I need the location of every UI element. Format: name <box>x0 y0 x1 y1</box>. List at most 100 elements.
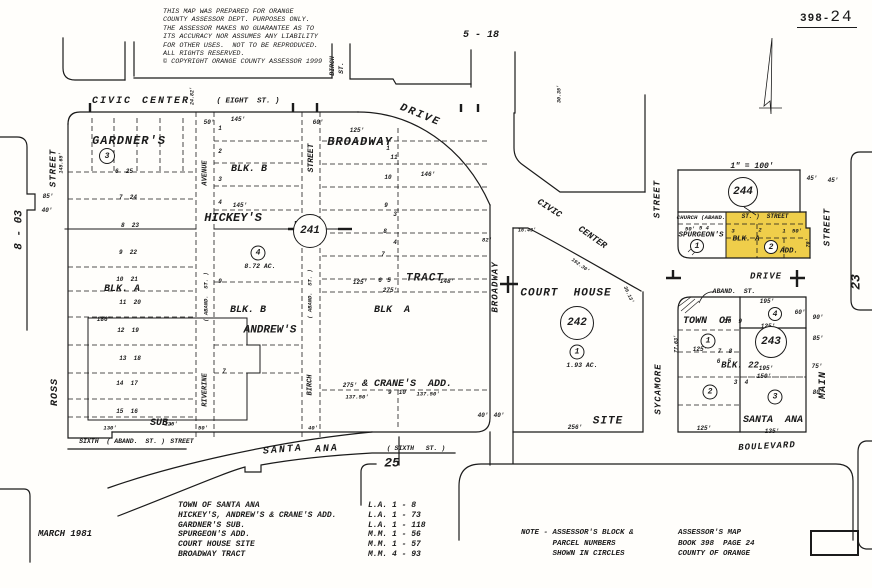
map-label: 9 <box>218 278 222 285</box>
parcel-number-circle: 242 <box>560 306 594 340</box>
legend-row: GARDNER'S SUB.L.A. 1 - 118 <box>178 521 426 531</box>
map-label: 40' <box>308 424 318 432</box>
assessor-note: NOTE - ASSESSOR'S BLOCK & PARCEL NUMBERS… <box>521 528 634 560</box>
street-label-drive: DRIVE <box>749 271 783 282</box>
map-label: 50' <box>685 225 695 233</box>
adjacent-page-bottom: 25 <box>384 455 400 471</box>
map-label: 9 10 <box>387 389 407 396</box>
map-label: 4 <box>393 239 397 246</box>
street-label-birch-st-top: BIRCH <box>328 56 336 76</box>
map-label: 150' <box>756 373 772 380</box>
map-label: 77.63' <box>673 334 680 354</box>
map-info-line: ASSESSOR'S MAP <box>678 529 742 537</box>
map-date: MARCH 1981 <box>38 529 93 539</box>
map-label: 5 4 <box>699 224 709 232</box>
map-label: BLK. B <box>230 164 268 175</box>
map-label: 135' <box>764 428 780 435</box>
map-label: 1.93 AC. <box>566 361 598 369</box>
map-label: 137.50' <box>345 393 369 401</box>
parcel-number-circle: 1 <box>569 344 585 360</box>
note-line: SHOWN IN CIRCLES <box>521 550 625 558</box>
map-label: 4 <box>218 199 222 206</box>
parcel-number-circle: 1 <box>690 239 704 253</box>
parcel-number-circle: 243 <box>755 326 787 358</box>
map-label: 7 24 <box>118 194 138 201</box>
map-label: 10 <box>384 174 392 181</box>
map-label: 8 23 <box>120 222 140 229</box>
parcel-number-circle: 2 <box>764 240 778 254</box>
map-label: 70' <box>805 238 812 248</box>
legend-map-ref: L.A. 1 - 73 <box>368 510 421 520</box>
map-label: 75' <box>811 363 823 370</box>
street-label-civic-center: CIVIC <box>91 96 133 107</box>
map-label: 40' <box>493 412 505 419</box>
map-label: TRACT <box>405 272 445 285</box>
map-label: ( EIGHT ST. ) <box>216 97 280 106</box>
map-label: STREET <box>822 207 833 247</box>
street-label-ross: ROSS <box>50 377 61 407</box>
parcel-number-circle: 3 <box>99 148 115 164</box>
street-label-broadway-st: BROADWAY <box>490 261 501 313</box>
map-label: 90' <box>812 314 824 321</box>
legend-tract-name: TOWN OF SANTA ANA <box>178 501 260 510</box>
street-label-church: CHURCH (ABAND. <box>676 214 726 222</box>
map-label: 60' <box>794 309 806 316</box>
map-label: 148' <box>439 278 455 285</box>
map-label: ( SIXTH ST. ) <box>386 444 446 452</box>
map-label: 11 <box>390 154 398 161</box>
map-info-line: COUNTY OF ORANGE <box>678 550 751 558</box>
map-label: ABAND. ST. <box>712 287 756 295</box>
map-label: 125' <box>352 279 368 286</box>
map-label: ANA <box>314 443 340 456</box>
map-label: 7 <box>222 368 226 375</box>
map-label: 50' <box>203 119 215 126</box>
map-label: CENTER <box>141 96 191 107</box>
map-label: 1 <box>782 227 786 235</box>
map-label: 2 <box>218 148 222 155</box>
map-label: 256' <box>567 424 583 431</box>
map-label: 12 19 <box>117 327 139 334</box>
map-label: 275' <box>382 287 398 294</box>
map-label: STREET <box>170 437 194 445</box>
adjacent-page-left: 8 - 03 <box>13 210 26 250</box>
map-label: 80' <box>812 389 824 396</box>
parcel-number-circle: 3 <box>767 389 783 405</box>
legend-tract-name: SPURGEON'S ADD. <box>178 530 251 540</box>
tract-label-town-of-santa-ana: TOWN OF <box>682 316 732 327</box>
disclaimer-line: © COPYRIGHT ORANGE COUNTY ASSESSOR 1999 <box>163 58 323 67</box>
map-label: SITE <box>592 415 624 428</box>
map-label: BLK. 22 <box>721 360 759 371</box>
map-label: 85' <box>812 335 824 342</box>
map-label: 125' <box>696 425 712 432</box>
sheet-book-prefix: 398- <box>800 13 831 25</box>
map-label: 10 21 <box>116 276 138 283</box>
disclaimer-line: FOR OTHER USES. NOT TO BE REPRODUCED. <box>163 41 318 50</box>
map-label: 5 <box>387 277 391 284</box>
parcel-number-circle: 4 <box>250 245 266 261</box>
map-label: STREET <box>652 179 663 219</box>
map-label: 10 9 <box>723 318 743 325</box>
map-label: AVENUE <box>201 160 210 186</box>
legend-tract-name: HICKEY'S, ANDREW'S & CRANE'S ADD. <box>178 510 337 520</box>
map-label: 8 <box>383 228 387 235</box>
map-label: 45' <box>827 177 839 184</box>
map-label: ST. <box>337 62 345 74</box>
map-label: STREET <box>307 143 316 173</box>
parcel-number-circle: 241 <box>293 214 327 248</box>
map-label: 145.65' <box>58 152 65 174</box>
legend-map-ref: L.A. 1 - 118 <box>368 520 426 530</box>
tract-label-andrews: ANDREW'S <box>243 324 297 337</box>
map-label: 85' <box>42 193 54 200</box>
tract-label-hickeys: HICKEY'S <box>204 211 262 225</box>
tract-label-court-house: COURT HOUSE <box>520 287 612 300</box>
stamp-box <box>810 530 859 556</box>
sheet-reference: 398-24 <box>797 8 857 28</box>
parcel-number-circle: 1 <box>700 333 716 349</box>
tract-label-cranes-add: & CRANE'S ADD. <box>361 379 453 390</box>
